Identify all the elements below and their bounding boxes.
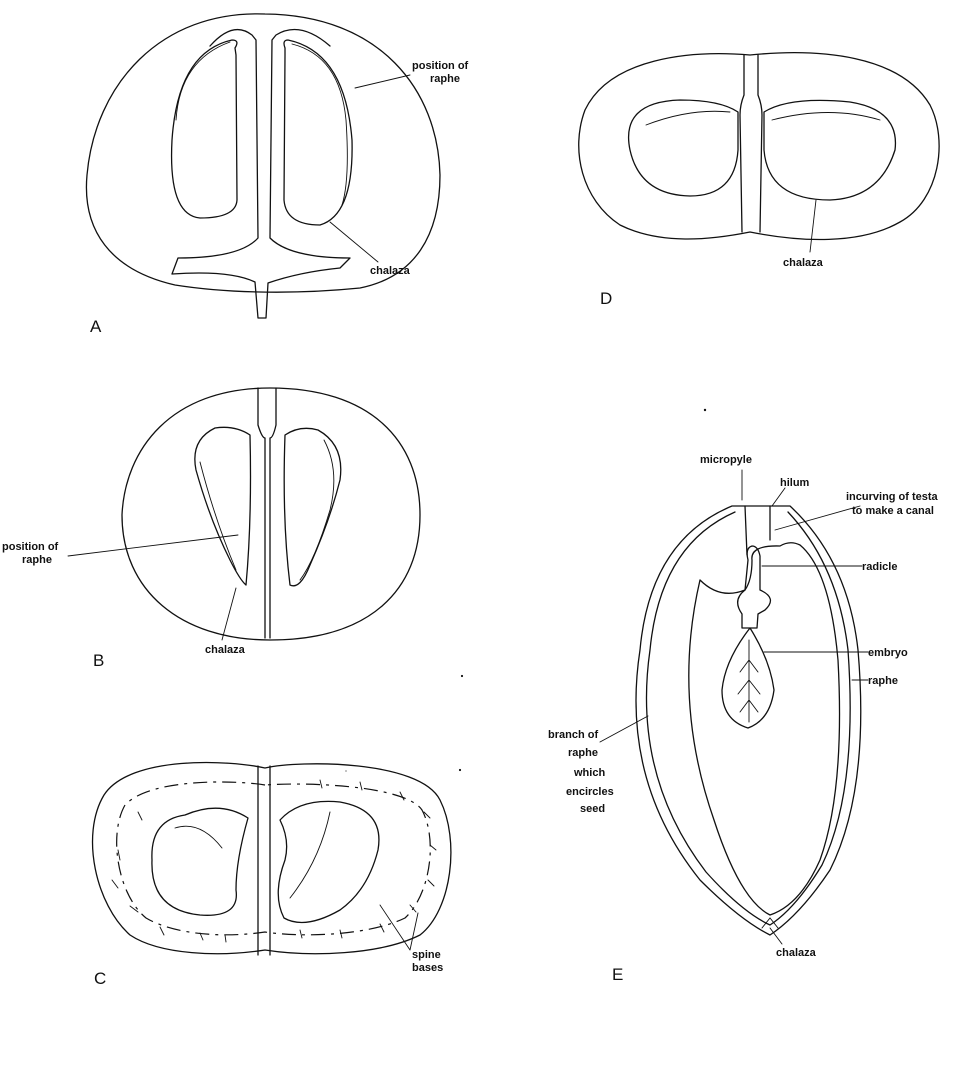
panel-b-septum [258, 388, 276, 638]
panel-e-incurving-label-line2: to make a canal [852, 505, 934, 517]
panel-e-incurving-label: incurving of testa [846, 491, 939, 503]
panel-c-raphe-trace [175, 812, 330, 898]
panel-e: micropyle hilum incurving of testa to ma… [548, 454, 939, 984]
panel-a-right-locule [284, 40, 352, 225]
panel-d-letter: D [600, 289, 612, 308]
panel-e-embryo-label: embryo [868, 647, 908, 659]
panel-e-letter: E [612, 965, 623, 984]
panel-a-chalaza-label: chalaza [370, 265, 411, 277]
panel-b-left-locule [195, 427, 251, 585]
panel-e-embryo [722, 628, 774, 728]
panel-e-radicle-label: radicle [862, 561, 897, 573]
panel-a: position of raphe chalaza A [86, 14, 468, 336]
panel-b-right-locule [284, 428, 341, 585]
panel-b-letter: B [93, 651, 104, 670]
panel-e-hilum-label: hilum [780, 477, 810, 489]
panel-c: spine bases C [93, 762, 451, 988]
panel-c-outline [93, 762, 451, 953]
panel-d-septum [740, 55, 762, 232]
panel-e-branch-label: branch of [548, 729, 598, 741]
panel-e-branch-label-line2: raphe [568, 747, 598, 759]
panel-e-branch-label-line5: seed [580, 803, 605, 815]
panel-a-chalaza-leader [330, 222, 378, 262]
panel-e-chalaza-label: chalaza [776, 947, 817, 959]
panel-d: chalaza D [579, 53, 939, 308]
panel-e-chalaza-mark [762, 918, 778, 928]
panel-e-radicle [738, 546, 771, 628]
panel-a-raphe-label: position of [412, 60, 469, 72]
panel-b-chalaza-leader [222, 588, 236, 640]
panel-d-right-locule [764, 100, 895, 200]
panel-d-raphe-trace [646, 111, 880, 125]
panel-b-chalaza-label: chalaza [205, 644, 246, 656]
panel-a-letter: A [90, 317, 102, 336]
panel-b-raphe-label-line2: raphe [22, 554, 52, 566]
panel-b: position of raphe chalaza B [2, 388, 420, 670]
panel-c-spine-label: spine [412, 949, 441, 961]
panel-a-outline [86, 14, 440, 292]
panel-a-septum [172, 30, 350, 318]
panel-e-embryo-veins [738, 640, 760, 722]
panel-e-hilum-leader [772, 488, 785, 506]
panel-e-endosperm [689, 543, 840, 915]
panel-b-raphe-leader [68, 535, 238, 556]
panel-c-spine-label-line2: bases [412, 962, 443, 974]
panel-a-raphe-leader [355, 75, 410, 88]
panel-a-raphe-trace [176, 42, 347, 205]
panel-b-outline [122, 388, 420, 640]
panel-c-left-locule [152, 808, 248, 915]
panel-c-letter: C [94, 969, 106, 988]
panel-d-outline [579, 53, 939, 240]
panel-e-branch-leader [600, 716, 648, 742]
panel-c-spine-base-marks [112, 780, 436, 942]
panel-c-septum [258, 766, 270, 955]
panel-d-chalaza-label: chalaza [783, 257, 824, 269]
panel-e-incurving-leader [775, 506, 860, 530]
panel-e-micropyle-label: micropyle [700, 454, 752, 466]
panel-d-chalaza-leader [810, 200, 816, 252]
panel-b-raphe-trace [200, 440, 334, 580]
panel-b-raphe-label: position of [2, 541, 59, 553]
panel-a-left-locule [172, 40, 237, 218]
panel-e-branch-label-line4: encircles [566, 786, 614, 798]
panel-e-raphe-label: raphe [868, 675, 898, 687]
panel-a-raphe-label-line2: raphe [430, 73, 460, 85]
panel-e-branch-label-line3: which [573, 767, 605, 779]
panel-c-inner-boundary [117, 782, 431, 935]
